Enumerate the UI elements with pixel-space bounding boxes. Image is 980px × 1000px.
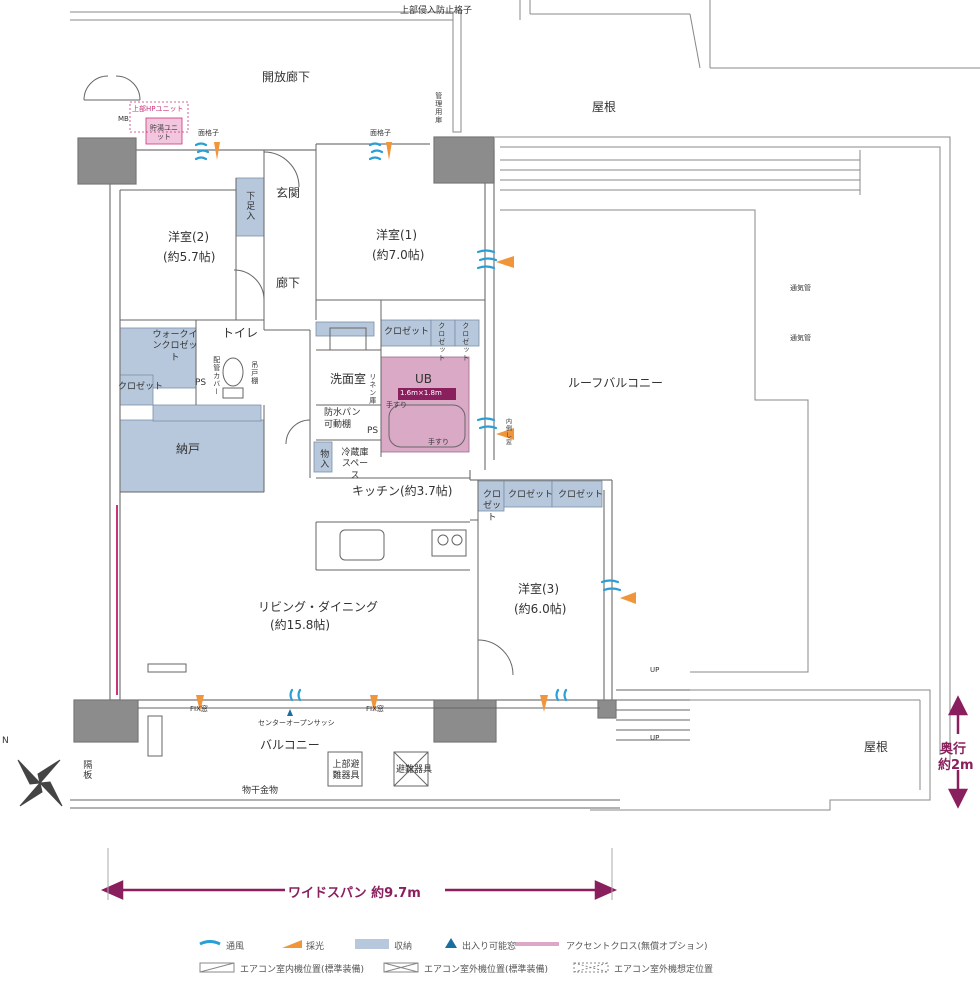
closet-nando-label: クロゼット xyxy=(118,382,164,392)
lattice-label-1: 面格子 xyxy=(198,129,219,137)
fix-window-1: FIX窓 xyxy=(190,705,208,713)
vent-pipe-2: 通気管 xyxy=(790,334,811,342)
ub-size-label: 1.6m×1.8m xyxy=(400,389,442,397)
center-open-label: センターオープンサッシ xyxy=(258,719,335,727)
movable-shelf-label: 可動棚 xyxy=(324,420,352,430)
wide-span-label: ワイドスパン 約9.7m xyxy=(288,886,421,901)
room2-size: (約5.7帖) xyxy=(163,250,216,264)
room1-name: 洋室(1) xyxy=(376,228,417,242)
legend-exit-window: 出入り可能窓 xyxy=(462,942,517,952)
roof-top-label: 屋根 xyxy=(592,100,617,114)
toilet-label: トイレ xyxy=(222,326,259,340)
shoe-storage-label: 下足入 xyxy=(244,191,255,221)
roka-label: 廊下 xyxy=(276,276,301,290)
closet-room1-a: クロゼット xyxy=(384,327,430,337)
linen-label: リネン庫 xyxy=(368,373,377,405)
legend-ac-indoor: エアコン室内機位置(標準装備) xyxy=(240,965,365,975)
legend-accent: アクセントクロス(無償オプション) xyxy=(566,942,708,952)
living-size: (約15.8帖) xyxy=(270,618,331,632)
top-guard-label: 上部侵入防止格子 xyxy=(400,6,473,16)
legend-ac-outdoor: エアコン室外機位置(標準装備) xyxy=(424,965,549,975)
legend-ac-outdoor-planned: エアコン室外機想定位置 xyxy=(614,965,714,975)
water-heater-label: 貯湯ユニット xyxy=(150,124,178,141)
monoire-label: 物入 xyxy=(318,449,329,469)
open-corridor-label: 開放廊下 xyxy=(262,70,311,84)
evac-label: 避難器具 xyxy=(396,765,433,775)
living-name: リビング・ダイニング xyxy=(258,600,379,614)
room1-size: (約7.0帖) xyxy=(372,248,425,262)
genkan-label: 玄関 xyxy=(276,186,301,200)
hp-unit-label: 上部HPユニット xyxy=(132,105,184,113)
closet-room1-b: クロゼット xyxy=(437,322,446,362)
walkin-label: ウォークインクロゼット xyxy=(152,330,198,363)
drying-hardware-label: 物干金物 xyxy=(242,786,279,796)
inward-window-label: 内倒し窓 xyxy=(504,418,512,446)
legend-light: 採光 xyxy=(306,942,325,952)
mb-label: MB xyxy=(118,115,129,123)
kitchen-label: キッチン(約3.7帖) xyxy=(352,484,453,498)
depth-label-1: 奥行 xyxy=(940,742,967,757)
senmen-label: 洗面室 xyxy=(330,372,367,386)
roof-balcony-label: ルーフバルコニー xyxy=(568,376,664,390)
handrail-label-1: 手すり xyxy=(386,401,407,409)
waterproof-pan-label: 防水パン xyxy=(324,408,361,418)
handrail-label-2: 手すり xyxy=(428,438,449,446)
closet-room3-c: クロゼット xyxy=(558,490,604,500)
north-label: N xyxy=(2,736,9,746)
roof-bottom-label: 屋根 xyxy=(864,740,889,754)
lattice-label-2: 面格子 xyxy=(370,129,391,137)
closet-room1-c: クロゼット xyxy=(461,322,470,362)
depth-label-2: 約2m xyxy=(938,758,974,773)
room3-size: (約6.0帖) xyxy=(514,602,567,616)
room2-name: 洋室(2) xyxy=(168,230,209,244)
ps-label-2: PS xyxy=(367,426,379,436)
fix-window-2: FIX窓 xyxy=(366,705,384,713)
vent-pipe-1: 通気管 xyxy=(790,284,811,292)
upper-evac-label: 上部避難器具 xyxy=(332,760,360,782)
pipe-cover-label: 配管カバー xyxy=(212,356,221,396)
compass-rose xyxy=(17,759,63,807)
closet-room3-a: クロゼット xyxy=(482,490,501,523)
up-label-1: UP xyxy=(650,666,660,674)
room3-name: 洋室(3) xyxy=(518,582,559,596)
balcony-label: バルコニー xyxy=(260,738,320,752)
ub-label: UB xyxy=(415,372,433,386)
partition-label: 隔板 xyxy=(81,760,92,780)
cabinet-label: 吊戸棚 xyxy=(250,361,259,385)
closet-room3-b: クロゼット xyxy=(508,490,554,500)
ps-label-1: PS xyxy=(195,378,207,388)
fridge-space-label: 冷蔵庫スペース xyxy=(341,448,369,481)
nando-label: 納戸 xyxy=(176,442,201,456)
up-label-2: UP xyxy=(650,734,660,742)
legend-wind: 通風 xyxy=(226,942,245,952)
legend-storage: 収納 xyxy=(394,942,413,952)
kanri-door-label: 管理用扉 xyxy=(434,92,443,124)
